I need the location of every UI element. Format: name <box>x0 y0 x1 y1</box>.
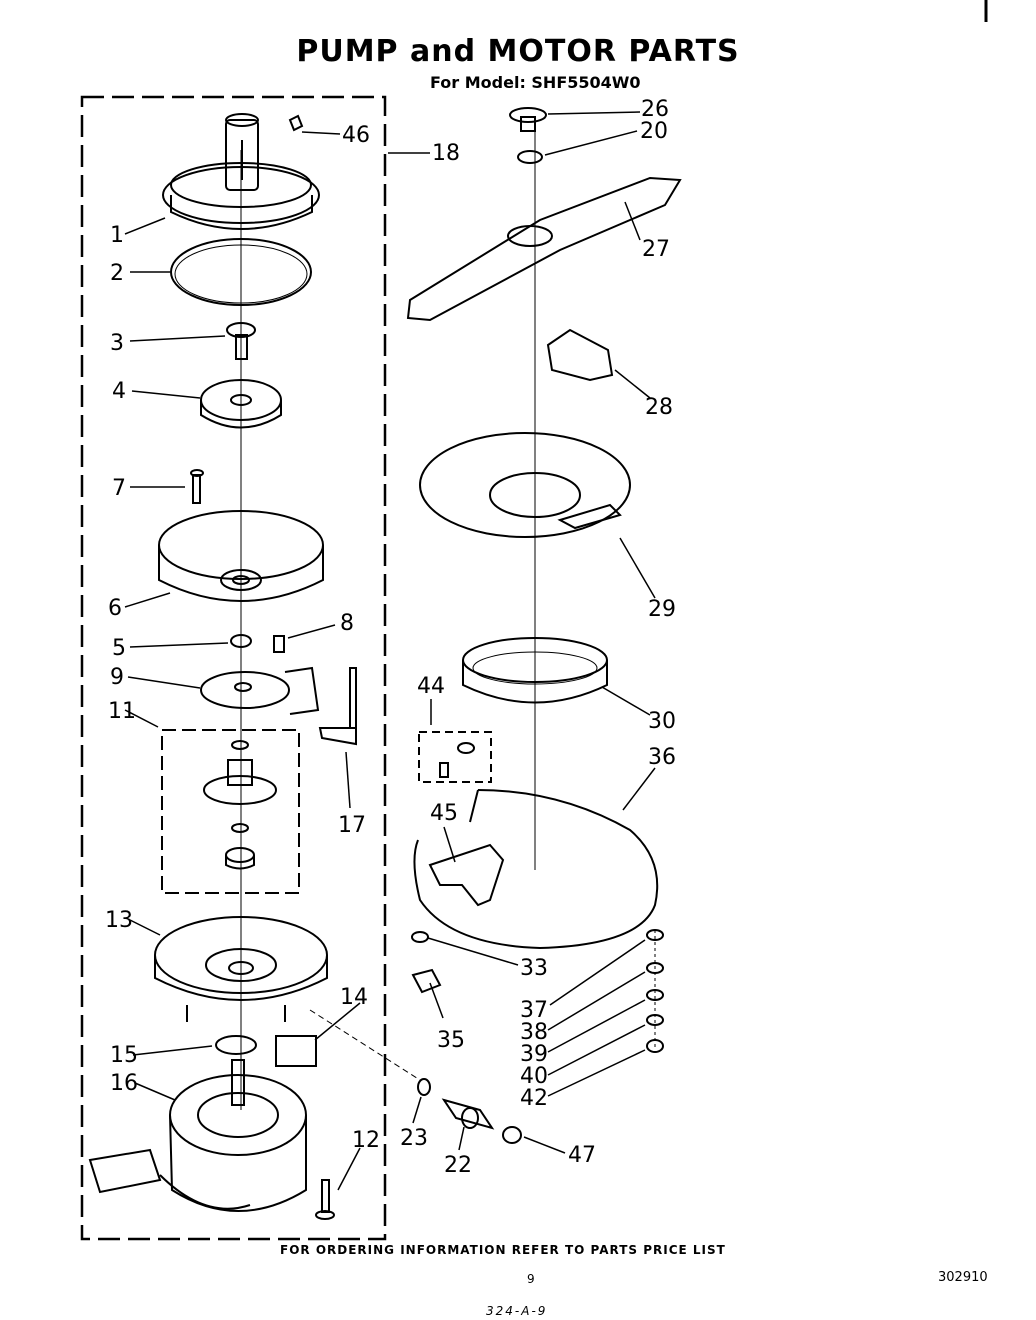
leader-lines <box>124 111 656 1191</box>
handwritten-code: 324-A-9 <box>486 1304 548 1318</box>
callout-46: 46 <box>342 123 370 148</box>
callout-47: 47 <box>568 1143 596 1168</box>
spray-arm-hub <box>507 225 553 247</box>
callout-22: 22 <box>444 1153 472 1178</box>
part-9-mounting-plate <box>200 666 320 715</box>
part-14-seal-block <box>275 1035 317 1067</box>
part-28-deflector <box>546 328 614 382</box>
callout-4: 4 <box>112 379 126 404</box>
callout-8: 8 <box>340 611 354 636</box>
callout-30: 30 <box>648 709 676 734</box>
part-47-nut <box>502 1126 522 1144</box>
callout-3: 3 <box>110 331 124 356</box>
callout-15: 15 <box>110 1043 138 1068</box>
callout-5: 5 <box>112 636 126 661</box>
callout-28: 28 <box>645 395 673 420</box>
callout-35: 35 <box>437 1028 465 1053</box>
callout-23: 23 <box>400 1126 428 1151</box>
callout-42: 42 <box>520 1086 548 1111</box>
part-22-fitting <box>441 1098 495 1130</box>
part-1-pump-cover <box>162 113 320 230</box>
callout-17: 17 <box>338 813 366 838</box>
callout-6: 6 <box>108 596 122 621</box>
callout-45: 45 <box>430 801 458 826</box>
callout-37: 37 <box>520 998 548 1023</box>
callout-2: 2 <box>110 261 124 286</box>
part-6-pump-body <box>158 510 324 602</box>
callout-14: 14 <box>340 985 368 1010</box>
callout-13: 13 <box>105 908 133 933</box>
part-30-seal-ring <box>462 637 608 704</box>
callout-40: 40 <box>520 1064 548 1089</box>
part-2-gasket-ring <box>170 238 312 306</box>
part-23-oring <box>417 1078 431 1096</box>
part-20-washer <box>517 150 543 164</box>
ordering-note: FOR ORDERING INFORMATION REFER TO PARTS … <box>280 1243 726 1257</box>
part-3-impeller-screw <box>226 322 256 360</box>
callout-11: 11 <box>108 699 136 724</box>
part-33-washer <box>411 931 429 943</box>
part-16-motor <box>88 1059 307 1212</box>
document-number: 302910 <box>938 1270 988 1285</box>
subassembly-11-box <box>161 729 300 894</box>
part-2-gasket-inner <box>174 244 308 304</box>
callout-26: 26 <box>641 97 669 122</box>
callout-38: 38 <box>520 1020 548 1045</box>
part-29-filter-screen <box>419 432 631 538</box>
part-4-impeller <box>200 379 282 429</box>
callout-9: 9 <box>110 665 124 690</box>
assembly-18-box <box>80 95 387 1241</box>
part-5-washer <box>230 634 252 648</box>
part-7-screw <box>190 469 204 504</box>
heater-terminal <box>469 789 479 823</box>
part-15-slinger <box>215 1035 257 1055</box>
part-44-kit-box <box>418 731 492 783</box>
callout-44: 44 <box>417 674 445 699</box>
callout-20: 20 <box>640 119 668 144</box>
callout-27: 27 <box>642 237 670 262</box>
part-44-screw <box>439 762 449 778</box>
callout-16: 16 <box>110 1071 138 1096</box>
callout-12: 12 <box>352 1128 380 1153</box>
callout-33: 33 <box>520 956 548 981</box>
callout-1: 1 <box>110 223 124 248</box>
part-17-actuator <box>318 667 357 746</box>
callout-36: 36 <box>648 745 676 770</box>
part-8-screw <box>273 635 285 653</box>
part-45-bracket <box>428 843 505 907</box>
callout-18: 18 <box>432 141 460 166</box>
callout-7: 7 <box>112 476 126 501</box>
part-35-clip <box>411 968 442 994</box>
callout-29: 29 <box>648 597 676 622</box>
part-26-cap <box>509 107 547 132</box>
callout-39: 39 <box>520 1042 548 1067</box>
part-44-clip <box>457 742 475 754</box>
part-13-motor-mount <box>154 916 328 1022</box>
part-27-spray-arm <box>406 176 682 322</box>
axis-line-22 <box>309 1009 421 1081</box>
part-12-bolt <box>315 1179 335 1220</box>
model-subtitle: For Model: SHF5504W0 <box>430 73 641 92</box>
part-36-heater-element <box>413 789 659 950</box>
page-title: PUMP and MOTOR PARTS <box>296 34 740 69</box>
page-number: 9 <box>527 1272 535 1286</box>
part-11-chopper-assembly <box>203 740 277 870</box>
